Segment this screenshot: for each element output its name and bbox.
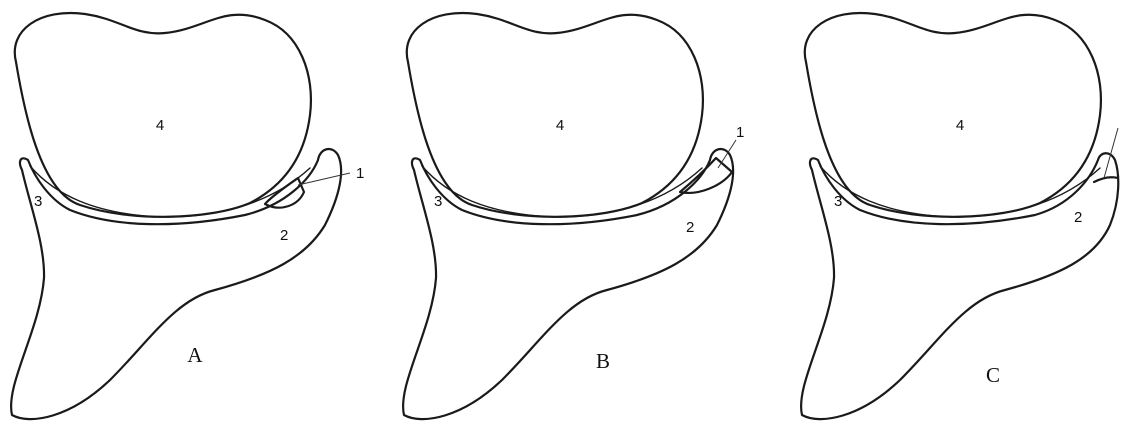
panel-c-fracture-line	[1094, 177, 1118, 182]
panel-a-label-2: 2	[280, 227, 288, 244]
panel-b: 4 1 3 2 B	[403, 13, 744, 419]
panel-a-label-1: 1	[356, 165, 364, 182]
panel-c-caption: C	[986, 363, 1000, 387]
panel-c-label-4: 4	[956, 117, 964, 134]
panel-c: 4 3 2 C	[801, 13, 1118, 419]
panel-c-upper-body	[805, 13, 1101, 217]
panel-b-upper-body	[407, 13, 703, 217]
panel-a-caption: A	[187, 343, 203, 367]
panel-a-lower-body	[11, 149, 341, 419]
panel-b-label-4: 4	[556, 117, 564, 134]
panel-a-fragment	[265, 178, 304, 208]
panel-c-label-2: 2	[1074, 209, 1082, 226]
panel-b-caption: B	[596, 349, 610, 373]
panel-a-label-4: 4	[156, 117, 164, 134]
panel-c-label-3: 3	[834, 193, 842, 210]
panel-a-label-3: 3	[34, 193, 42, 210]
panel-b-fragment	[680, 158, 732, 193]
panel-b-label-2: 2	[686, 219, 694, 236]
panel-a-upper-body	[15, 13, 311, 217]
panel-b-label-1: 1	[736, 124, 744, 141]
panel-b-label-3: 3	[434, 193, 442, 210]
panel-c-lower-body	[801, 153, 1118, 419]
panel-a: 4 1 3 2 A	[11, 13, 364, 419]
